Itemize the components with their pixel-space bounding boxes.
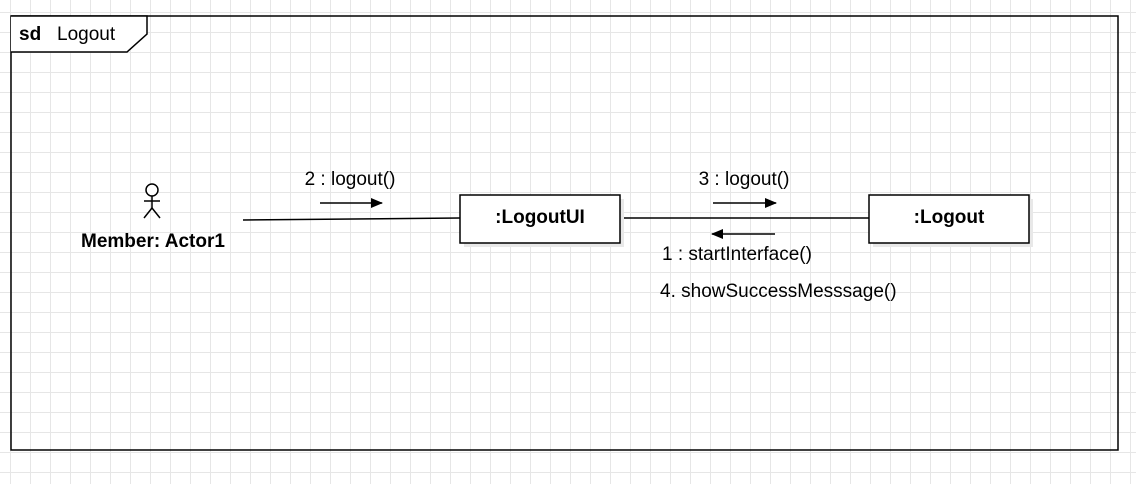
frame-keyword: sd	[19, 24, 41, 45]
frame-border	[10, 15, 1119, 451]
message-label-actor-to-ui: 2 : logout()	[305, 169, 396, 190]
link-actor-logoutui[interactable]	[242, 217, 461, 221]
message-label-start-interface: 1 : startInterface()	[662, 244, 812, 265]
actor-label: Member: Actor1	[81, 231, 225, 252]
actor-icon[interactable]	[143, 183, 161, 219]
frame-tab	[11, 15, 148, 53]
message-label-ui-to-logout: 3 : logout()	[699, 169, 790, 190]
object-logout-label: :Logout	[914, 207, 985, 228]
message-label-show-success: 4. showSuccessMesssage()	[660, 281, 897, 302]
object-logout-ui[interactable]: :LogoutUI	[459, 194, 624, 247]
frame-name: Logout	[57, 24, 116, 45]
object-logout[interactable]: :Logout	[868, 194, 1033, 247]
object-logout-ui-label: :LogoutUI	[495, 207, 585, 228]
